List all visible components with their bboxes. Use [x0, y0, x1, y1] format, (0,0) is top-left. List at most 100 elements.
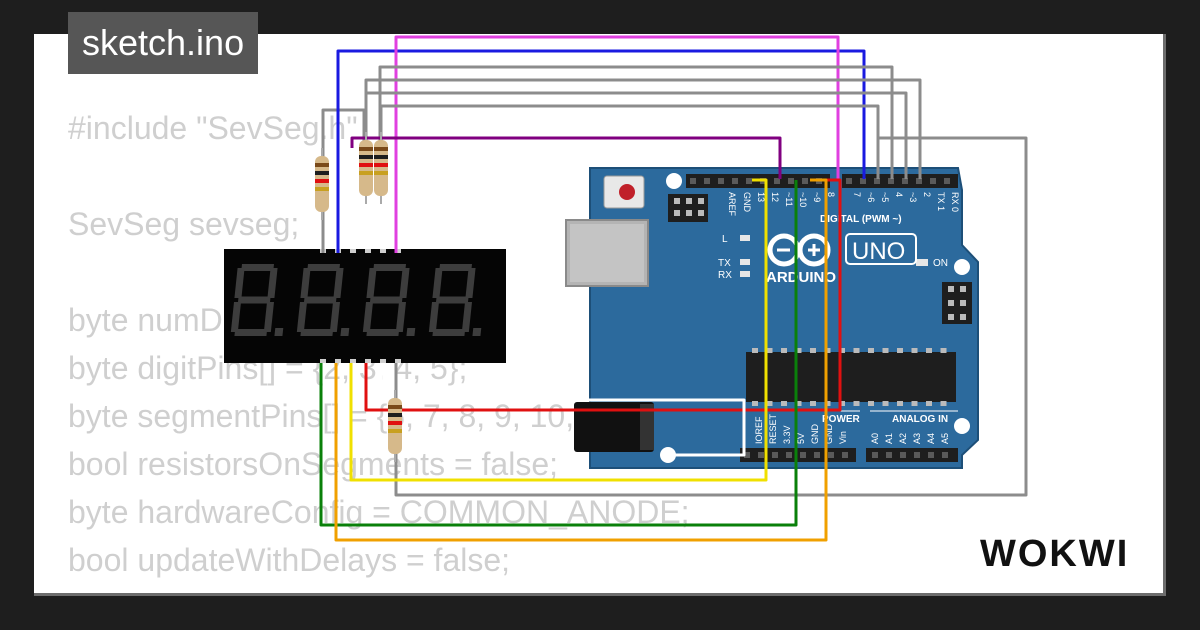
segment-c [395, 302, 407, 332]
header-pin[interactable] [888, 178, 894, 184]
header-pin[interactable] [744, 452, 750, 458]
resistor[interactable] [388, 390, 402, 462]
header-pin[interactable] [874, 178, 880, 184]
segment-b [267, 268, 278, 298]
chip-pin [926, 348, 932, 353]
led-label-rx: RX [718, 270, 732, 281]
segment-e [296, 302, 308, 332]
header-pin[interactable] [746, 178, 752, 184]
power-label: POWER [822, 414, 861, 425]
mount-hole [666, 173, 682, 189]
pin-label: TX 1 [936, 192, 946, 211]
pin-label: 2 [922, 192, 932, 197]
pin-label: ~5 [880, 192, 890, 202]
segment-f [300, 268, 311, 298]
header-pin[interactable] [774, 178, 780, 184]
header-pin[interactable] [900, 452, 906, 458]
header-pin[interactable] [902, 178, 908, 184]
segment-e [230, 302, 242, 332]
segment-g [237, 296, 271, 304]
chip-pin [911, 348, 918, 353]
header-block [842, 174, 958, 188]
seven-segment-display[interactable] [224, 249, 506, 363]
chip-pin [766, 348, 773, 353]
chip-pin [911, 401, 918, 406]
pin-label: ~9 [812, 192, 822, 202]
segment-d [234, 329, 268, 336]
pin-label: A1 [884, 433, 894, 444]
wire-gray [364, 78, 922, 179]
pin-label: AREF [727, 192, 737, 217]
digit [428, 264, 482, 336]
chip-pin [882, 401, 889, 406]
segment-e [428, 302, 440, 332]
chip-pin [853, 401, 860, 406]
chip-pin [853, 348, 860, 353]
header-pin[interactable] [942, 452, 948, 458]
header-pin[interactable] [690, 178, 696, 184]
header-pin[interactable] [788, 178, 794, 184]
resistor[interactable] [374, 132, 388, 204]
header-pin[interactable] [928, 452, 934, 458]
header-pin[interactable] [800, 452, 806, 458]
pin-label: 4 [894, 192, 904, 197]
header-pin[interactable] [944, 178, 950, 184]
wire-purple [350, 136, 782, 179]
header-pin[interactable] [704, 178, 710, 184]
pin-label: 7 [852, 192, 862, 197]
header-pin[interactable] [916, 178, 922, 184]
pin-label: ~11 [784, 192, 794, 207]
pin-label: 8 [826, 192, 836, 197]
power-jack [574, 402, 654, 452]
pin-label: 13 [756, 192, 766, 202]
segment-c [461, 302, 473, 332]
header-pin[interactable] [872, 452, 878, 458]
chip-pin [940, 401, 947, 406]
wire-gray [321, 108, 366, 253]
led-label-l: L [722, 234, 728, 245]
segment-dp [406, 328, 416, 336]
header-pin[interactable] [718, 178, 724, 184]
digit [230, 264, 284, 336]
resistor[interactable] [359, 132, 373, 204]
header-pin[interactable] [842, 452, 848, 458]
header-pin[interactable] [886, 452, 892, 458]
wire-white [379, 363, 746, 457]
segment-d [366, 329, 400, 336]
on-led [916, 259, 928, 266]
header-pin[interactable] [846, 178, 852, 184]
header-pin[interactable] [758, 452, 764, 458]
pin-label: A5 [940, 433, 950, 444]
chip-pin [766, 401, 773, 406]
resistor[interactable] [315, 148, 329, 220]
chip-pin [810, 348, 816, 353]
segment-d [300, 329, 334, 336]
pin-label: A2 [898, 433, 908, 444]
wire-red [364, 178, 842, 412]
header-pin[interactable] [930, 178, 936, 184]
header-pin[interactable] [786, 452, 792, 458]
chip-pin [868, 401, 874, 406]
power-analog-header [740, 448, 958, 462]
segment-dp [340, 328, 350, 336]
icsp-header-right [942, 282, 972, 324]
analog-label: ANALOG IN [892, 414, 948, 425]
segment-a [373, 264, 406, 271]
header-pin[interactable] [772, 452, 778, 458]
chip-pin [839, 348, 845, 353]
segment-f [432, 268, 443, 298]
header-pin[interactable] [732, 178, 738, 184]
header-pin[interactable] [914, 452, 920, 458]
pin-label: 5V [796, 433, 806, 444]
header-pin[interactable] [802, 178, 808, 184]
pin-label: 12 [770, 192, 780, 202]
reset-button[interactable] [619, 184, 635, 200]
header-pin[interactable] [860, 178, 866, 184]
pin-label: A4 [926, 433, 936, 444]
segment-g [369, 296, 403, 304]
header-pin[interactable] [828, 452, 834, 458]
header-pin[interactable] [814, 452, 820, 458]
